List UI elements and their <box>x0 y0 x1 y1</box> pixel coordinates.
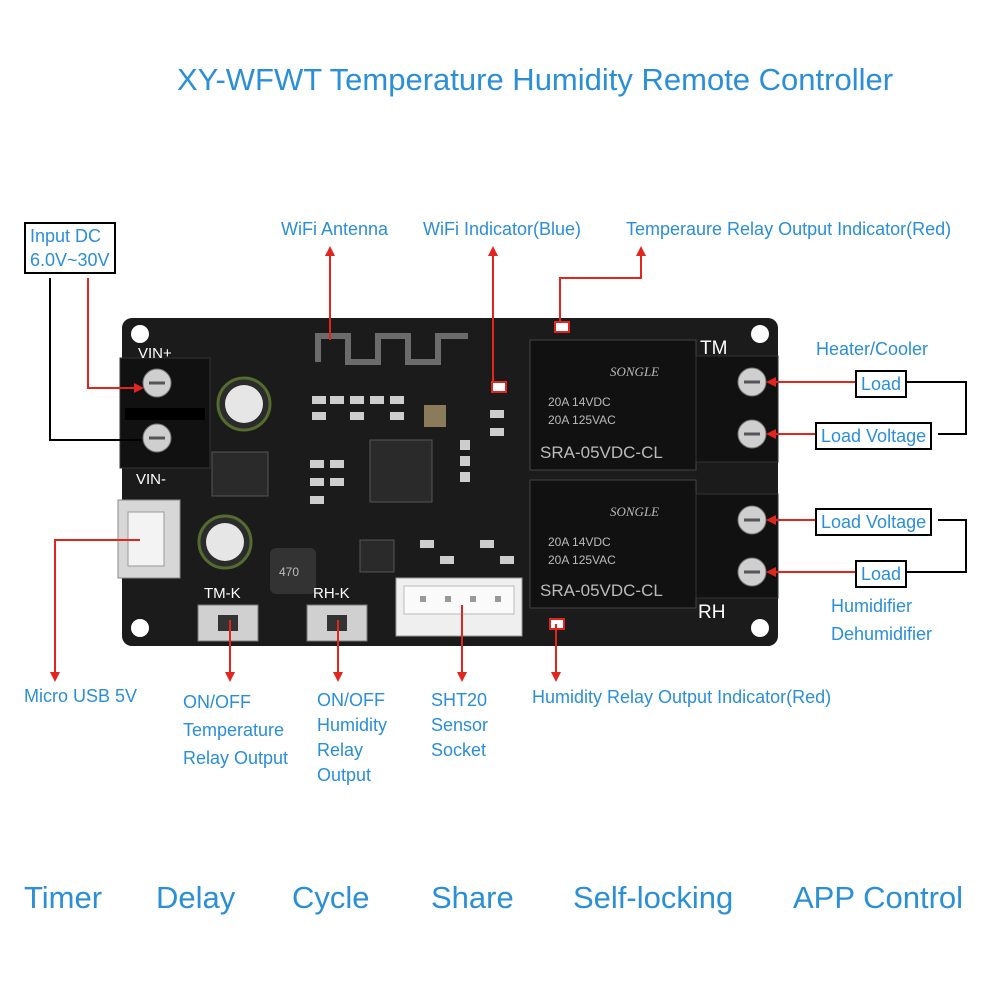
svg-text:SONGLE: SONGLE <box>610 364 659 379</box>
tm-button-line: Relay Output <box>183 748 289 768</box>
feature-timer: Timer <box>24 880 103 915</box>
heater-cooler-label: Heater/Cooler <box>816 339 929 359</box>
humidity-relay-indicator-label: Humidity Relay Output Indicator(Red) <box>532 687 832 707</box>
svg-text:20A 125VAC: 20A 125VAC <box>548 553 616 567</box>
sensor-line: SHT20 <box>431 690 488 710</box>
regulator-chip <box>211 451 269 497</box>
inductor <box>270 548 316 594</box>
mount-hole <box>131 325 149 343</box>
mcu-chip <box>369 439 433 503</box>
load-voltage-bottom-box: Load Voltage <box>815 508 933 536</box>
svg-text:SONGLE: SONGLE <box>610 504 659 519</box>
load-top-bracket <box>906 381 967 435</box>
rh-label: RH <box>698 602 725 623</box>
rh-button-line: ON/OFF <box>317 690 385 710</box>
vin-minus-wire <box>49 278 142 441</box>
svg-text:20A 125VAC: 20A 125VAC <box>548 413 616 427</box>
load-top-box: Load <box>855 370 908 398</box>
output-terminal-rh <box>695 493 779 599</box>
mount-hole <box>751 619 769 637</box>
rh-button-line: Relay <box>317 740 364 760</box>
arrow-vin-plus <box>87 278 144 393</box>
relay-bottom <box>529 479 697 609</box>
input-dc-line2: 6.0V~30V <box>30 250 110 270</box>
humidifier-label: Humidifier <box>831 596 913 616</box>
arrow-temp-indicator <box>559 246 646 322</box>
feature-delay: Delay <box>156 880 236 915</box>
temp-relay-led <box>554 321 570 333</box>
tm-button-label: ON/OFF Temperature Relay Output <box>183 688 288 772</box>
feature-self-locking: Self-locking <box>573 880 734 915</box>
load-bottom-bracket <box>906 519 967 573</box>
crystal <box>424 405 446 427</box>
sensor-line: Sensor <box>431 715 489 735</box>
arrow-micro-usb <box>50 539 140 682</box>
tm-k-button <box>197 604 259 642</box>
input-dc-line1: Input DC <box>30 226 102 246</box>
sensor-line: Socket <box>431 740 487 760</box>
dehumidifier-label: Dehumidifier <box>831 624 933 644</box>
tm-button-line: Temperature <box>183 720 285 740</box>
page-title: XY-WFWT Temperature Humidity Remote Cont… <box>176 62 894 97</box>
vin-plus-label: VIN+ <box>138 345 172 362</box>
feature-cycle: Cycle <box>292 880 370 915</box>
svg-text:TM-K: TM-K <box>204 585 241 602</box>
feature-share: Share <box>431 880 514 915</box>
vin-minus-label: VIN- <box>136 471 166 488</box>
output-terminal-tm <box>695 355 779 463</box>
svg-text:SRA-05VDC-CL: SRA-05VDC-CL <box>540 581 663 600</box>
svg-text:20A 14VDC: 20A 14VDC <box>548 395 611 409</box>
rh-button-line: Output <box>317 765 372 785</box>
temp-relay-indicator-label: Temperaure Relay Output Indicator(Red) <box>626 219 952 239</box>
chip <box>359 539 395 573</box>
rh-button-line: Humidity <box>317 715 388 735</box>
svg-text:SRA-05VDC-CL: SRA-05VDC-CL <box>540 443 663 462</box>
sensor-label: SHT20 Sensor Socket <box>431 688 488 763</box>
wifi-indicator-label: WiFi Indicator(Blue) <box>423 219 582 239</box>
micro-usb-label: Micro USB 5V <box>24 686 138 706</box>
tm-label: TM <box>700 338 727 359</box>
mount-hole <box>131 619 149 637</box>
input-dc-box: Input DC 6.0V~30V <box>24 222 116 274</box>
mount-hole <box>751 325 769 343</box>
svg-text:470: 470 <box>279 565 299 579</box>
svg-text:RH-K: RH-K <box>313 585 350 602</box>
load-bottom-box: Load <box>855 560 908 588</box>
feature-app-control: APP Control <box>793 880 964 915</box>
relay-top <box>529 339 697 471</box>
load-voltage-top-box: Load Voltage <box>815 422 933 450</box>
wifi-antenna-trace <box>315 333 468 365</box>
svg-text:20A 14VDC: 20A 14VDC <box>548 535 611 549</box>
wifi-led <box>491 381 507 393</box>
rh-button-label: ON/OFF Humidity Relay Output <box>317 688 387 788</box>
wifi-antenna-label: WiFi Antenna <box>281 219 389 239</box>
tm-button-line: ON/OFF <box>183 692 251 712</box>
